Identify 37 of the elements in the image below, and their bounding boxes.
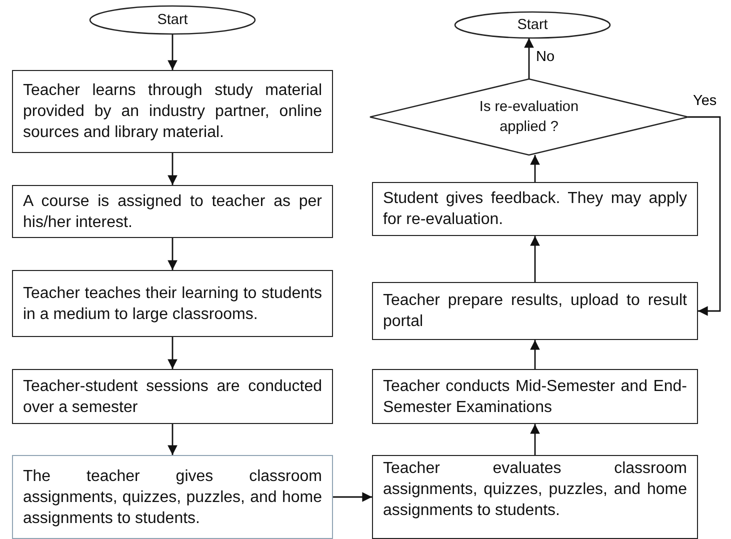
decision-diamond [370,79,688,155]
arrow [168,34,178,70]
process-box [372,182,698,236]
arrow [688,116,721,316]
process-box [372,369,698,424]
step-text: Teacher-student sessions are conducted over a semester [23,376,322,418]
terminal-label: Start [517,16,548,35]
process-box [12,369,333,424]
arrow [530,236,540,282]
arrow [333,492,372,502]
process-box [12,185,333,238]
step-text: Teacher evaluates classroom assignments, quizzes, puzzles, and home assignments to students. [383,459,687,521]
step-text: Teacher prepare results, upload to result portal [383,291,687,332]
step-text: Student gives feedback. They may apply for re-evaluation. [383,189,687,230]
arrow [168,153,178,185]
terminal-ellipse [90,6,255,34]
process-box [12,455,333,539]
arrow [524,38,534,79]
process-box [372,282,698,340]
arrow [530,424,540,455]
step-text: Teacher conducts Mid-Semester and End-Semester Examinations [383,376,687,418]
arrow [168,238,178,270]
terminal-ellipse [455,12,610,38]
arrow [168,337,178,369]
process-box [12,270,333,337]
terminal-label: Start [157,11,188,30]
step-text: Teacher learns through study material provided by an industry partner, online sources and library material. [23,81,322,143]
arrow [168,424,178,455]
step-text: Teacher teaches their learning to students in a medium to large classrooms. [23,284,322,324]
step-text: The teacher gives classroom assignments, quizzes, puzzles, and home assignments to students. [23,466,322,528]
arrow [530,340,540,369]
edge-label: No [535,48,556,64]
process-box [12,70,333,153]
step-text: A course is assigned to teacher as per his/her interest. [23,192,322,232]
arrow [530,155,540,182]
question-text: Is re-evaluation applied ? [478,98,580,137]
process-box [372,455,698,539]
